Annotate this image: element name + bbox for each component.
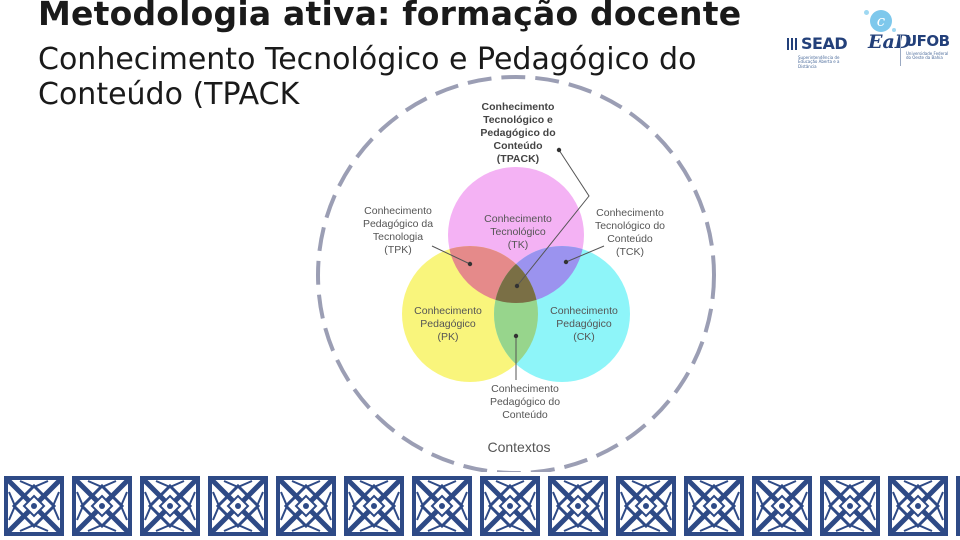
pck-label-line: Conteúdo: [502, 409, 548, 421]
tck-label: Conhecimento Tecnológico do Conteúdo (TC…: [595, 207, 665, 258]
pk-label-line: Pedagógico: [420, 318, 476, 330]
cead-logo-icon: c: [870, 10, 892, 32]
tpk-label-line: Pedagógico da: [363, 218, 433, 230]
tpk-label: Conhecimento Pedagógico da Tecnologia (T…: [363, 205, 433, 256]
pointer-dot: [563, 259, 569, 265]
pck-label-line: Conhecimento: [491, 383, 559, 395]
tk-label-line: Conhecimento: [484, 213, 552, 225]
tpk-label-line: (TPK): [384, 244, 411, 256]
ck-label: Conhecimento Pedagógico (CK): [550, 305, 618, 343]
header-logos: c SEAD EaD Superintendência de Educação …: [784, 4, 960, 74]
pk-label-line: Conhecimento: [414, 305, 482, 317]
subtitle-line-1: Conhecimento Tecnológico e Pedagógico do: [38, 42, 697, 77]
pk-label-line: (PK): [438, 331, 459, 343]
tpk-pointer-line: [431, 245, 471, 265]
tpack-label-line: Conhecimento: [482, 101, 555, 113]
ck-label-line: (CK): [573, 331, 595, 343]
pointer-dots: [467, 147, 569, 339]
ufob-logo-subtitle: Universidade Federal do Oeste da Bahia: [906, 51, 949, 61]
tpack-pointer-line: [516, 149, 590, 287]
bars-icon: [787, 38, 799, 50]
pk-label: Conhecimento Pedagógico (PK): [414, 305, 482, 343]
decorative-tile-border: [0, 472, 960, 540]
tck-label-line: (TCK): [616, 246, 644, 258]
logo-dot: [892, 28, 896, 32]
pointer-dot: [514, 283, 520, 289]
slide-title: Metodologia ativa: formação docente: [38, 0, 742, 33]
tpk-label-line: Tecnologia: [373, 231, 423, 243]
pointer-dot: [556, 147, 562, 153]
slide-subtitle: Conhecimento Tecnológico e Pedagógico do…: [38, 42, 696, 113]
sead-logo: SEAD: [787, 34, 848, 53]
tpack-label-line: Tecnológico e: [483, 114, 553, 126]
pointer-lines: [431, 149, 605, 380]
subtitle-line-2: Conteúdo (TPACK: [38, 77, 300, 113]
tpack-label-line: (TPACK): [497, 153, 539, 165]
contexts-ring: [316, 75, 716, 472]
tpack-diagram: Conhecimento Tecnológico e Pedagógico do…: [316, 75, 716, 472]
sead-logo-subtitle: Superintendência de Educação Aberta e a …: [798, 55, 840, 69]
logo-dot: [864, 10, 869, 15]
pck-label-line: Pedagógico do: [490, 396, 560, 408]
tck-label-line: Conhecimento: [596, 207, 664, 219]
tk-label-line: (TK): [508, 239, 528, 251]
logo-divider: [900, 34, 901, 66]
venn-circles: [402, 167, 630, 382]
tk-label: Conhecimento Tecnológico (TK): [484, 213, 552, 251]
contexts-label: Contextos: [487, 439, 550, 455]
ufob-logo: UFOB: [905, 32, 950, 50]
tck-label-line: Tecnológico do: [595, 220, 665, 232]
tck-label-line: Conteúdo: [607, 233, 653, 245]
tk-label-line: Tecnológico: [490, 226, 546, 238]
tpack-label: Conhecimento Tecnológico e Pedagógico do…: [480, 101, 555, 165]
ck-label-line: Conhecimento: [550, 305, 618, 317]
tpk-label-line: Conhecimento: [364, 205, 432, 217]
tpack-label-line: Conteúdo: [494, 140, 543, 152]
pointer-dot: [513, 333, 519, 339]
tck-pointer-line: [565, 245, 605, 263]
tpack-center: [494, 246, 538, 303]
pck-label: Conhecimento Pedagógico do Conteúdo: [490, 383, 560, 421]
ck-label-line: Pedagógico: [556, 318, 612, 330]
tpack-label-line: Pedagógico do: [480, 127, 555, 139]
pointer-dot: [467, 261, 473, 267]
